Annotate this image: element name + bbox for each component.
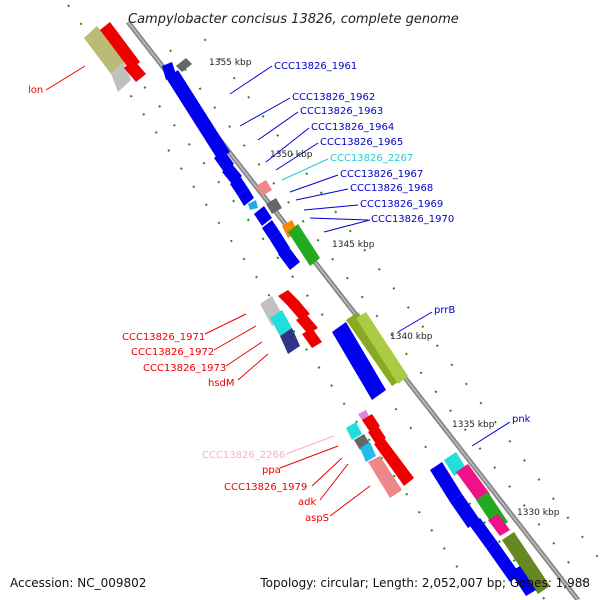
- kbp-tick: 1330 kbp: [517, 508, 560, 518]
- gene-label-ccc1970: CCC13826_1970: [371, 214, 454, 225]
- feature-cyan-a[interactable]: [346, 422, 362, 440]
- kbp-tick: 1350 kbp: [270, 150, 313, 160]
- feature-prrb-green2[interactable]: [356, 312, 408, 384]
- gene-label-ccc1972: CCC13826_1972: [131, 347, 214, 358]
- feature-ccc1972[interactable]: [270, 310, 292, 336]
- gene-label-prrb: prrB: [434, 305, 455, 316]
- gene-label-ccc1964: CCC13826_1964: [311, 122, 394, 133]
- kbp-tick: 1340 kbp: [390, 332, 433, 342]
- gene-label-ccc1961: CCC13826_1961: [274, 61, 357, 72]
- feature-ccc1965[interactable]: [238, 188, 254, 206]
- feature-red-1b[interactable]: [124, 60, 146, 82]
- leader-lines: [45, 65, 511, 517]
- kbp-tick: 1335 kbp: [452, 420, 495, 430]
- feature-ccc1961-head[interactable]: [162, 62, 176, 80]
- feature-ccc1968[interactable]: [262, 220, 280, 240]
- gene-label-ccc2267: CCC13826_2267: [330, 153, 413, 164]
- gene-labels: lon CCC13826_1961 CCC13826_1962 CCC13826…: [28, 61, 531, 524]
- feature-ccc1979[interactable]: [360, 442, 376, 462]
- feature-ccc1970[interactable]: [278, 246, 300, 270]
- feature-asps[interactable]: [368, 456, 402, 498]
- feature-magenta-a[interactable]: [456, 464, 490, 502]
- dotted-rails: [67, 4, 600, 600]
- feature-adk[interactable]: [374, 438, 414, 486]
- feature-ccc1961[interactable]: [166, 70, 230, 160]
- gene-label-ccc1965: CCC13826_1965: [320, 137, 403, 148]
- feature-gray-small[interactable]: [266, 198, 282, 214]
- map-title: Campylobacter concisus 13826, complete g…: [128, 12, 459, 27]
- gene-label-ccc1973: CCC13826_1973: [143, 363, 226, 374]
- gene-features[interactable]: [84, 22, 550, 596]
- topology-text: Topology: circular; Length: 2,052,007 bp…: [259, 576, 590, 590]
- feature-magenta-b[interactable]: [488, 514, 510, 536]
- feature-green-1[interactable]: [288, 224, 320, 266]
- kbp-tick: 1345 kbp: [332, 240, 375, 250]
- feature-ccc1967[interactable]: [254, 206, 272, 226]
- feature-blue-b[interactable]: [450, 494, 480, 528]
- feature-ccc1973[interactable]: [280, 328, 300, 354]
- gene-label-ccc1967: CCC13826_1967: [340, 169, 423, 180]
- feature-red-1[interactable]: [100, 22, 140, 70]
- gene-label-ccc1969: CCC13826_1969: [360, 199, 443, 210]
- gene-label-ccc2266: CCC13826_2266: [202, 450, 285, 461]
- feature-blue-c[interactable]: [470, 518, 496, 548]
- accession-text: Accession: NC_009802: [10, 576, 146, 590]
- feature-blue-e[interactable]: [510, 566, 536, 596]
- gene-label-lon: lon: [28, 85, 43, 96]
- kbp-ticks: 1355 kbp 1350 kbp 1345 kbp 1340 kbp 1335…: [209, 58, 560, 518]
- gene-label-ccc1962: CCC13826_1962: [292, 92, 375, 103]
- feature-olive-b[interactable]: [502, 532, 550, 594]
- gene-label-ccc1979: CCC13826_1979: [224, 482, 307, 493]
- feature-prrb-blue[interactable]: [332, 322, 386, 400]
- gene-label-adk: adk: [298, 497, 316, 508]
- feature-hsdm-red-d[interactable]: [302, 328, 322, 348]
- feature-pnk-blue-a[interactable]: [430, 462, 462, 502]
- gene-label-ccc1971: CCC13826_1971: [122, 332, 205, 343]
- feature-gray-top[interactable]: [176, 58, 192, 72]
- feature-pink-small[interactable]: [256, 180, 272, 196]
- gene-label-ccc1963: CCC13826_1963: [300, 106, 383, 117]
- gene-label-ccc1968: CCC13826_1968: [350, 183, 433, 194]
- gene-label-pnk: pnk: [512, 414, 531, 425]
- feature-lon[interactable]: [84, 26, 124, 74]
- gene-label-hsdm: hsdM: [208, 378, 235, 389]
- gene-label-asps: aspS: [305, 513, 329, 524]
- feature-ccc2267[interactable]: [248, 200, 258, 210]
- feature-ccc1964[interactable]: [230, 176, 248, 196]
- kbp-tick: 1355 kbp: [209, 58, 252, 68]
- gene-label-ppa: ppa: [262, 465, 281, 476]
